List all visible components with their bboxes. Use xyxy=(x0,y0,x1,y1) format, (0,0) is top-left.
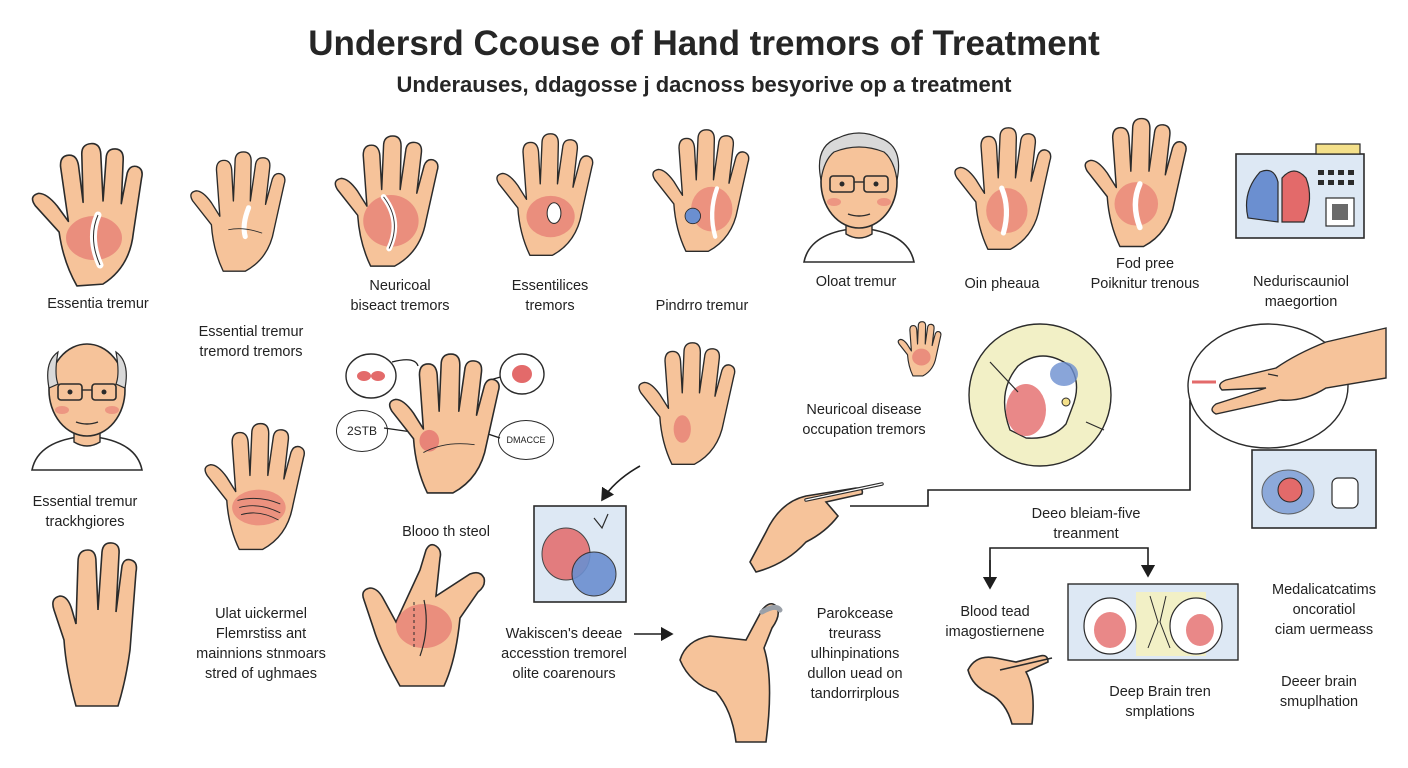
label-medicatcatims: Medalicatcatims oncoratiol ciam uermeass xyxy=(1272,582,1376,638)
hand-model-icon xyxy=(679,602,783,743)
label-nedurisc-maegortion: Neduriscauniol maegortion xyxy=(1253,274,1349,310)
brain-scan-circle-icon xyxy=(968,323,1112,467)
page-title: Undersrd Ccouse of Hand tremors of Treat… xyxy=(308,24,1100,63)
bubble-pointer-1 xyxy=(391,359,419,367)
badge-mac: DMACCE xyxy=(498,420,554,460)
elderly-man-portrait-icon-2 xyxy=(31,343,143,471)
badge-sstb: 2STB xyxy=(336,410,388,452)
label-essential-tremur-tremors: Essential tremur tremord tremors xyxy=(198,324,304,360)
label-deeo-treatment: Deeo bleiam-five treanment xyxy=(1031,506,1141,542)
hand-diagnosis-icon xyxy=(388,353,500,494)
small-hand-icon xyxy=(897,321,942,377)
treatment-connector xyxy=(850,400,1191,507)
label-oin-pheaua: Oin pheaua xyxy=(964,276,1040,292)
arrow-to-blood-test xyxy=(989,547,1156,586)
label-essential-trackhgiores: Essential tremur trackhgiores xyxy=(32,494,138,530)
palm-tremor-hand-icon-8 xyxy=(638,342,736,465)
page-subtitle: Underauses, ddagosse j dacnoss besyorive… xyxy=(396,72,1012,97)
medical-scan-panel-icon xyxy=(1235,143,1365,239)
hand-blood-test-icon xyxy=(967,654,1053,725)
palm-hand-icon-2 xyxy=(190,151,286,272)
label-parokcease: Parokcease treurass ulhinpinations dullo… xyxy=(807,606,903,702)
label-deeer-brain: Deeer brain smuplhation xyxy=(1279,674,1359,710)
label-wakiscen-disease: Wakiscen's deeae accesstion tremorel oli… xyxy=(501,626,627,682)
label-essentilices-tremors: Essentilices tremors xyxy=(511,278,589,314)
palm-tremor-hand-icon-7 xyxy=(1084,117,1187,248)
label-blood-tead: Blood tead imagostiernene xyxy=(945,604,1045,640)
label-blooo-steol: Blooo th steol xyxy=(402,524,490,540)
palm-tremor-hand-icon-1 xyxy=(31,142,143,287)
palm-tremor-hand-icon-4 xyxy=(496,133,594,256)
ct-scan-panel-icon xyxy=(533,505,627,603)
label-ulat-uickermel: Ulat uickermel Flemrstiss ant mainnions … xyxy=(196,606,326,682)
palm-tremor-hand-icon-9 xyxy=(204,422,306,551)
label-neuricoal-biseact: Neuricoal biseact tremors xyxy=(350,278,450,314)
label-oloat-tremur: Oloat tremur xyxy=(815,274,897,290)
dbs-scan-panel-icon xyxy=(1067,583,1239,661)
label-pindro-tremur: Pindrro tremur xyxy=(655,298,749,314)
label-deep-brain-simplations: Deep Brain tren smplations xyxy=(1109,684,1211,720)
hand-holding-pen-icon xyxy=(749,482,884,573)
label-neuricoal-disease: Neuricoal disease occupation tremors xyxy=(802,402,926,438)
label-essential-tremur: Essentia tremur xyxy=(47,296,149,312)
palm-tremor-hand-icon-3 xyxy=(334,135,439,267)
back-of-hand-icon xyxy=(52,542,138,707)
palm-tremor-hand-icon-6 xyxy=(954,127,1052,250)
palm-tremor-hand-icon-5 xyxy=(652,129,750,252)
zoom-bubble-icon-2 xyxy=(499,353,545,395)
label-fod-pree: Fod pree Poiknitur trenous xyxy=(1090,256,1200,292)
medical-device-panel-icon xyxy=(1251,449,1377,529)
arrow-to-ct-scan xyxy=(601,465,641,502)
fist-hand-tremor-icon xyxy=(362,543,486,687)
elderly-man-portrait-icon xyxy=(803,132,915,263)
zoom-bubble-icon-1 xyxy=(345,353,397,399)
hand-exam-circle-icon xyxy=(1187,323,1387,449)
